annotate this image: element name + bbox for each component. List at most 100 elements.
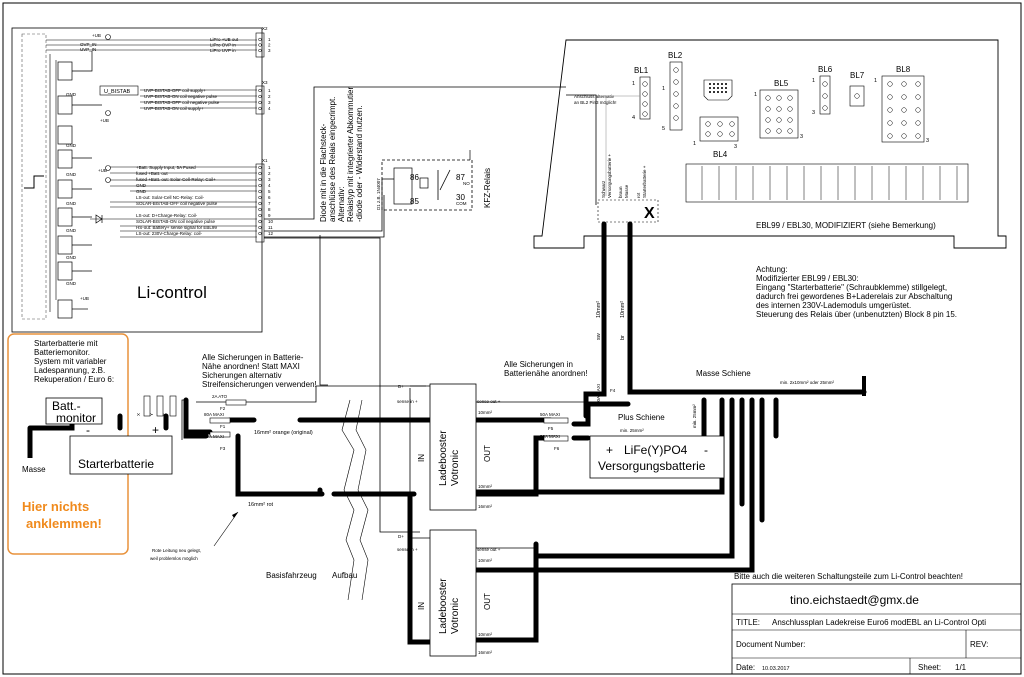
ebl-pin-icon <box>642 81 648 87</box>
x1rows-pin-icon <box>258 225 262 230</box>
x2rows-pin-icon <box>258 48 262 53</box>
li-control-title: Li-control <box>137 283 207 302</box>
svg-text:Votronic: Votronic <box>450 450 461 486</box>
x2rows-label: LiPro UVP in <box>210 48 236 53</box>
svg-text:10mm²: 10mm² <box>478 558 493 563</box>
svg-text:10mm²: 10mm² <box>478 484 493 489</box>
ebl-pin-icon <box>822 81 828 87</box>
svg-text:+: + <box>152 423 159 437</box>
svg-text:Sicherungen alternativ: Sicherungen alternativ <box>202 371 282 380</box>
svg-text:1/1: 1/1 <box>955 663 967 672</box>
plus-ub-label: +UB <box>100 118 109 123</box>
ebl-pin-icon <box>822 93 828 99</box>
ebl-pin-icon <box>717 131 723 137</box>
orange-cable-label: 16mm² orange (original) <box>254 430 313 436</box>
svg-text:Batteriemonitor.: Batteriemonitor. <box>34 348 90 357</box>
ebl-pin-icon <box>854 93 860 99</box>
lifepo4-battery: + LiFe(Y)PO4 - Versorgungsbatterie <box>589 435 725 479</box>
ebl-pin-icon <box>642 91 648 97</box>
svg-text:F6: F6 <box>554 446 560 451</box>
svg-text:monitor: monitor <box>56 411 96 425</box>
svg-text:Batt.-: Batt.- <box>52 399 81 413</box>
svg-text:Steuerung des Relais über (unb: Steuerung des Relais über (unbenutzten) … <box>756 310 957 319</box>
starter-info-panel: Starterbatterie mit Batteriemonitor. Sys… <box>7 333 129 555</box>
ebl-pin-icon <box>765 117 771 123</box>
ebl-pin-icon <box>915 120 921 126</box>
x1rows-label: LS-out: Solar-Cell NC-Relay: Coil- <box>136 195 205 200</box>
svg-text:10mm²: 10mm² <box>478 410 493 415</box>
ebl-socket-dot <box>724 86 728 90</box>
svg-text:Document Number:: Document Number: <box>736 640 805 649</box>
masse-schiene-label: Masse Schiene <box>696 369 751 378</box>
ebl-pin-icon <box>765 95 771 101</box>
svg-text:Versorgungsbatterie +: Versorgungsbatterie + <box>607 153 612 198</box>
gnd-label-1: GND <box>66 92 77 97</box>
x1rows-label: GND <box>136 189 147 194</box>
x1rows-pin: 12 <box>268 231 274 236</box>
x3rows-pin-icon <box>258 88 262 93</box>
x1rows-pin-icon <box>258 183 262 188</box>
svg-text:OUT: OUT <box>483 593 492 610</box>
svg-text:Rote Leitung neu gelegt,: Rote Leitung neu gelegt, <box>152 548 201 553</box>
svg-text:Starterbatterie +: Starterbatterie + <box>642 165 647 198</box>
gnd-label-3: GND <box>66 172 77 177</box>
svg-text:Streifensicherungen verwenden!: Streifensicherungen verwenden! <box>202 380 317 389</box>
ebl-pin-icon <box>887 133 893 139</box>
x2rows-pin: 2 <box>268 43 271 48</box>
title-block: Bitte auch die weiteren Schaltungsteile … <box>731 572 1022 675</box>
svg-text:System mit variabler: System mit variabler <box>34 357 107 366</box>
ebl-socket-dot <box>708 82 712 86</box>
ebl-pin-icon <box>887 81 893 87</box>
svg-text:F3: F3 <box>220 446 226 451</box>
svg-text:IN: IN <box>417 602 426 610</box>
x2rows-label: LiPro +UB out <box>210 37 239 42</box>
x1rows-pin-icon <box>258 177 262 182</box>
svg-text:4: 4 <box>632 115 635 121</box>
ebl-socket-dot <box>720 86 724 90</box>
fuse-note-2: Alle Sicherungen in Batterienähe anordne… <box>504 360 588 378</box>
block-bl8: BL8 <box>896 65 911 74</box>
svg-text:3: 3 <box>800 134 803 140</box>
plus-schiene-label: Plus Schiene <box>618 413 665 422</box>
gnd-label-4: GND <box>66 201 77 206</box>
x-mark-icon: X <box>644 205 655 222</box>
ebl-pin-icon <box>705 131 711 137</box>
svg-text:Masse: Masse <box>624 184 629 198</box>
ebl-pin-icon <box>673 67 679 73</box>
svg-text:Versorgungsbatterie: Versorgungsbatterie <box>598 459 706 473</box>
ebl-socket-dot <box>720 82 724 86</box>
signal-ub: +UB <box>92 33 101 38</box>
x3rows-pin: 1 <box>268 88 271 93</box>
x1rows-pin: 10 <box>268 219 274 224</box>
svg-text:X: X <box>136 413 141 416</box>
kfz-relais-label: KFZ-Relais <box>483 168 492 208</box>
svg-text:Ladebooster: Ladebooster <box>438 578 449 634</box>
ebl-pin-icon <box>915 81 921 87</box>
block-bl5: BL5 <box>774 79 789 88</box>
block-bl6: BL6 <box>818 65 833 74</box>
svg-text:Modifizierter EBL99 / EBL30:: Modifizierter EBL99 / EBL30: <box>756 274 859 283</box>
ebl-label: EBL99 / EBL30, MODIFIZIERT (siehe Bemerk… <box>756 221 936 230</box>
svg-text:braun: braun <box>618 186 623 198</box>
ebl-pin-icon <box>673 103 679 109</box>
svg-text:85: 85 <box>410 197 419 206</box>
svg-text:Anschlussplan Ladekreise Euro6: Anschlussplan Ladekreise Euro6 modEBL an… <box>772 618 986 627</box>
svg-text:1: 1 <box>693 141 696 147</box>
svg-text:3: 3 <box>734 144 737 150</box>
x1rows-label: fused +Batt. out: Solar-Cell-Relay: Coil… <box>136 177 216 182</box>
svg-text:NO: NO <box>463 181 470 186</box>
svg-text:Schwarz: Schwarz <box>601 180 606 198</box>
li-control-inner-dashed <box>21 33 47 320</box>
svg-text:Nähe anordnen! Statt MAXI: Nähe anordnen! Statt MAXI <box>202 362 300 371</box>
diode-note: D1 z.B. 1N4007 <box>376 178 381 210</box>
ebl-pin-icon <box>787 117 793 123</box>
x1rows-label: HS-out: Battery+ sense signal for EBL99 <box>136 225 217 230</box>
svg-text:1: 1 <box>662 86 665 92</box>
ebl-socket-dot <box>720 90 724 94</box>
x3rows-pin: 3 <box>268 100 271 105</box>
batt-monitor-box <box>45 397 103 425</box>
svg-text:sense out +: sense out + <box>477 399 501 404</box>
plus-ub-label-3: +UB <box>80 296 89 301</box>
gnd-label-7: GND <box>66 281 77 286</box>
